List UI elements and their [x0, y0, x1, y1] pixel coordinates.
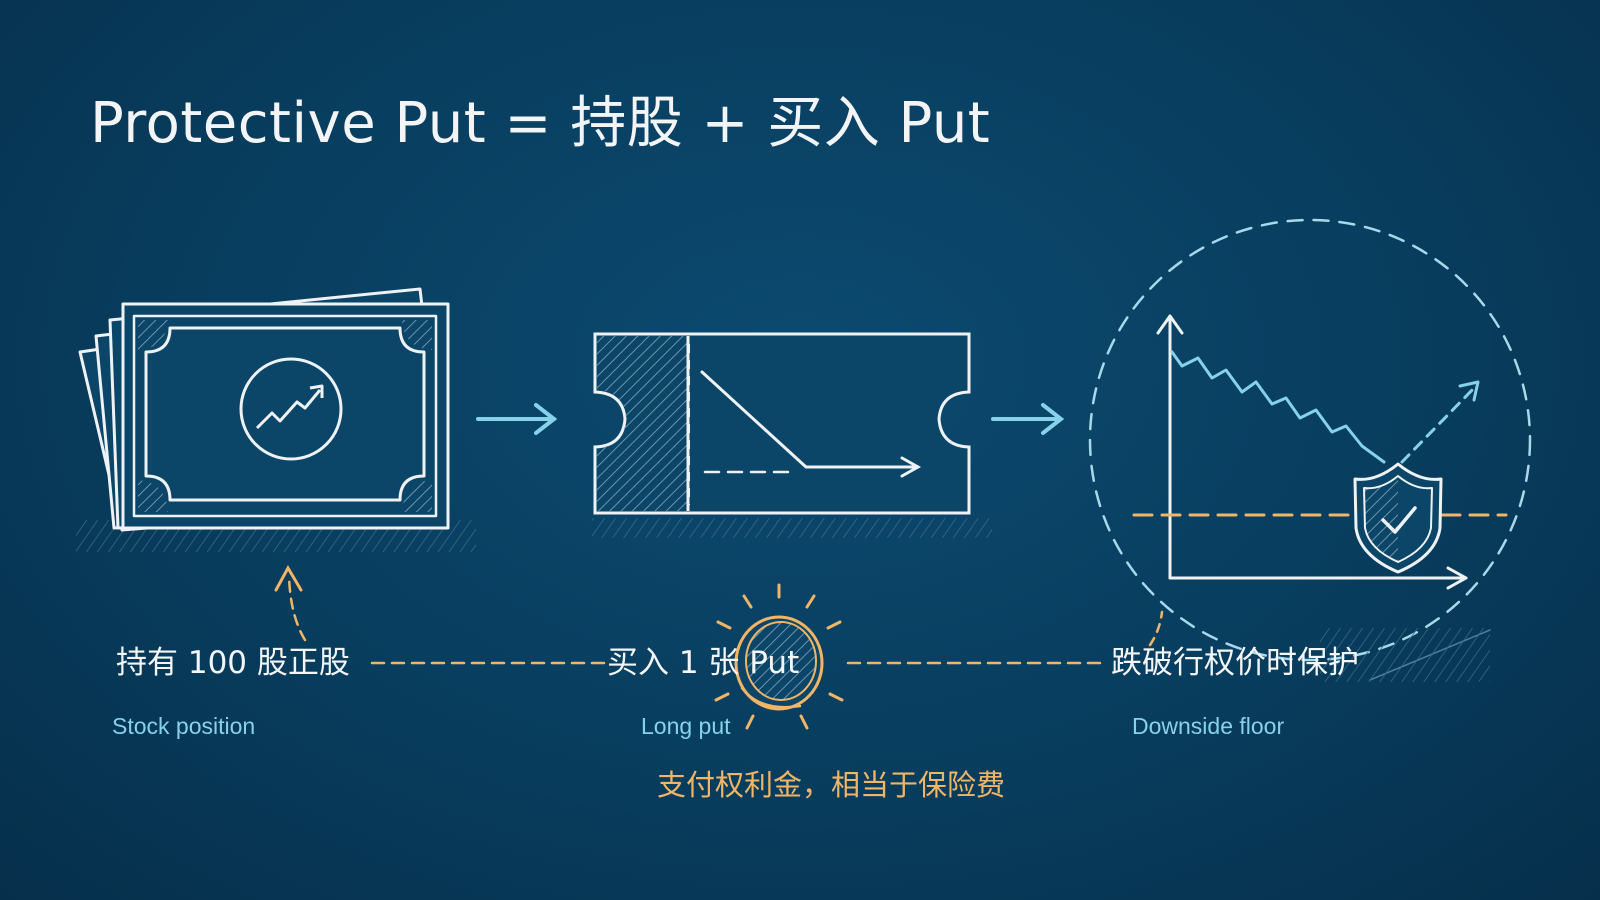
- flow-arrow-2: [991, 403, 1065, 435]
- shield-check-icon: [1353, 462, 1443, 574]
- put-payoff-icon: [700, 370, 922, 478]
- trend-up-icon: [239, 357, 343, 461]
- put-ticket-icon: [592, 332, 992, 538]
- step-floor-caption: Downside floor: [1132, 713, 1285, 739]
- coin-icon: [714, 583, 844, 730]
- downside-chart-icon: [1088, 218, 1532, 682]
- step-stock-caption: Stock position: [112, 713, 256, 739]
- flow-arrow-1: [476, 403, 558, 435]
- step-put-label: 买入 1 张 Put: [607, 645, 800, 681]
- slide-title: Protective Put = 持股 + 买入 Put: [90, 91, 991, 156]
- connector-lines: [274, 564, 1164, 665]
- step-stock-label: 持有 100 股正股: [116, 645, 350, 681]
- step-put-caption: Long put: [641, 713, 731, 739]
- step-floor-label: 跌破行权价时保护: [1111, 645, 1359, 681]
- premium-note: 支付权利金，相当于保险费: [657, 768, 1006, 802]
- stock-certificate-icon: [76, 287, 476, 552]
